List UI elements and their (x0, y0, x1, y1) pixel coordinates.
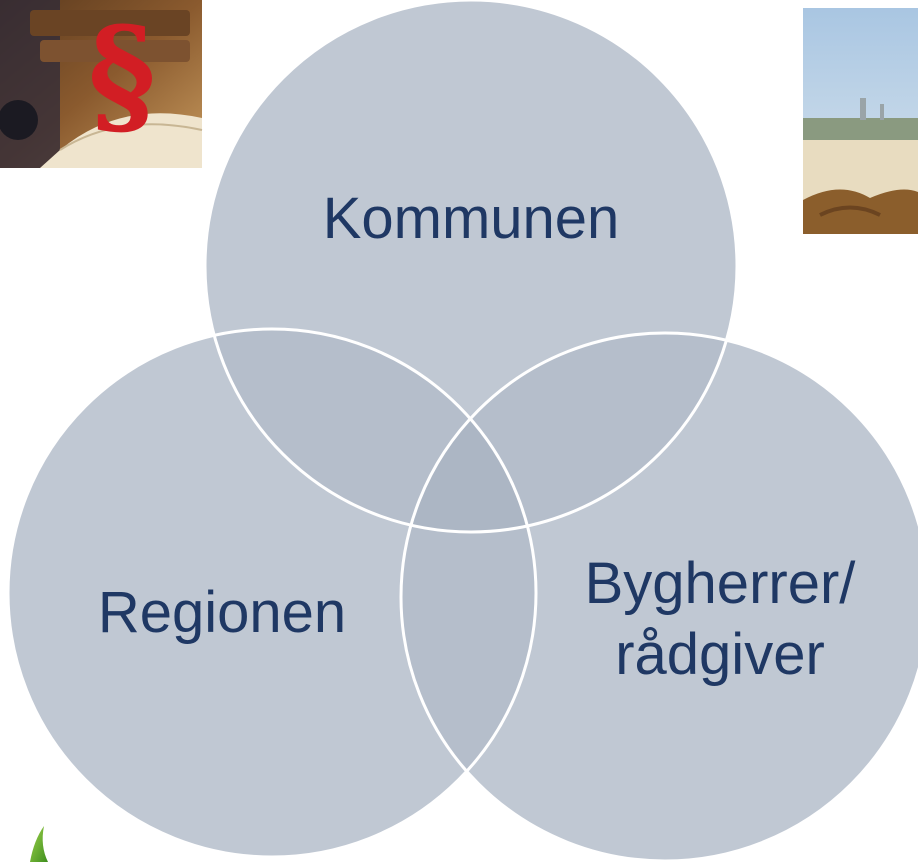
green-check-icon (30, 826, 48, 862)
venn-overlap-tint-regionen (8, 329, 536, 857)
venn-outline-kommunen (203, 0, 739, 534)
venn-outline-regionen (6, 327, 538, 859)
set-label-bygherrer-line-1: Bygherrer/ (585, 551, 857, 616)
venn-overlap-tint-kommunen (205, 0, 737, 532)
set-label-bygherrer-line-2: rådgiver (615, 622, 825, 687)
venn-circle-bygherrer (401, 333, 918, 861)
venn-circle-regionen (8, 329, 536, 857)
venn-overlap-tint-bygherrer (401, 333, 918, 861)
law-books-photo: § (0, 0, 203, 168)
venn-overlaps (8, 0, 918, 861)
venn-circles (8, 0, 918, 861)
set-label-regionen: Regionen (98, 580, 346, 645)
svg-text:§: § (88, 0, 156, 151)
construction-site-photo (803, 8, 918, 234)
venn-outlines (6, 0, 918, 863)
set-label-kommunen: Kommunen (323, 186, 620, 251)
venn-outline-bygherrer (399, 331, 918, 863)
